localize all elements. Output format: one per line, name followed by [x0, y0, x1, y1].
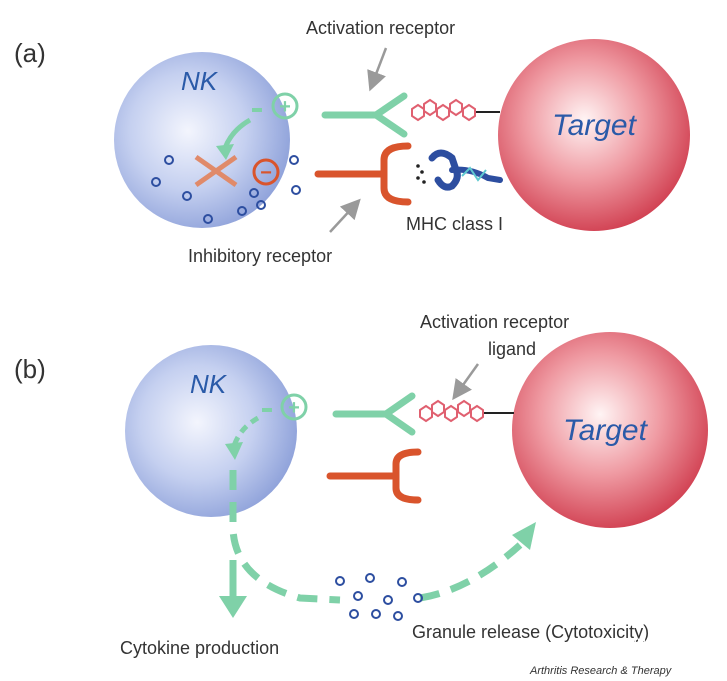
watermark: 千细胞者说 — [592, 637, 682, 654]
target-label-a: Target — [552, 109, 638, 142]
target-cell-a — [498, 39, 690, 231]
panel-a-label: (a) — [14, 38, 46, 68]
granule-path-b — [419, 542, 523, 602]
granule-label: Granule release (Cytotoxicity) — [412, 622, 649, 642]
signal-arrowhead-a — [216, 144, 234, 160]
activation-receptor-b — [332, 392, 416, 436]
nk-label-b: NK — [190, 369, 228, 399]
plus-symbol-b: + — [288, 397, 300, 419]
granule-arrowhead — [512, 522, 536, 550]
minus-signal-a: − — [252, 158, 280, 186]
ligand-b — [419, 399, 484, 423]
watermark-text: 千细胞者说 — [612, 638, 682, 654]
activation-receptor-label-a: Activation receptor — [306, 18, 455, 38]
panel-b-label: (b) — [14, 354, 46, 384]
inhibition-cross — [194, 154, 238, 188]
cytokine-arrowhead — [219, 596, 247, 618]
target-label-b: Target — [563, 414, 649, 447]
inhibitory-receptor-a — [314, 142, 412, 206]
nk-label-a: NK — [181, 66, 219, 96]
ligand-a — [411, 98, 476, 122]
inhibitory-receptor-b — [326, 448, 422, 504]
nk-cell-b — [125, 345, 297, 517]
activation-pointer-a — [367, 47, 388, 92]
ligand-label-line1: Activation receptor — [420, 312, 569, 332]
panel-a: (a) NK Target + − — [14, 18, 690, 266]
mhc-label-a: MHC class I — [406, 214, 503, 234]
inhibitory-pointer-a — [329, 198, 361, 233]
cytokine-label: Cytokine production — [120, 638, 279, 658]
ligand-pointer-b — [452, 363, 480, 401]
minus-symbol-a: − — [260, 162, 272, 184]
signal-arrowhead-b — [225, 442, 243, 460]
nk-cell-a — [114, 52, 290, 228]
granules-a — [151, 155, 301, 224]
target-cell-b — [512, 332, 708, 528]
ligand-label-line2: ligand — [488, 339, 536, 359]
activation-receptor-a — [321, 92, 408, 138]
wechat-icon — [592, 637, 608, 653]
source-credit: Arthritis Research & Therapy — [529, 665, 673, 677]
inhibitory-receptor-label-a: Inhibitory receptor — [188, 246, 332, 266]
panel-b: (b) NK Target + — [14, 312, 708, 658]
pathway-b — [229, 470, 341, 604]
plus-symbol-a: + — [279, 96, 291, 118]
plus-signal-b: + — [262, 393, 308, 421]
mhc-molecule-a — [416, 149, 503, 191]
plus-signal-a: + — [252, 92, 299, 120]
granules-b — [335, 573, 423, 621]
